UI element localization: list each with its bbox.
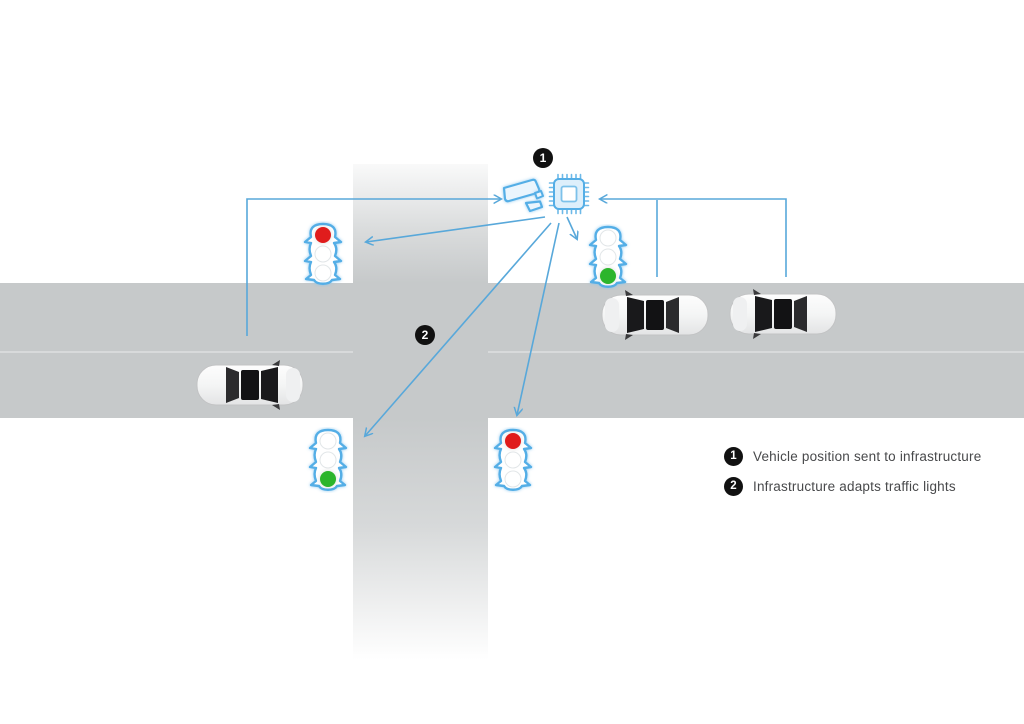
red-light	[315, 227, 331, 243]
road-vertical-north	[353, 164, 488, 283]
cctv-camera-icon	[502, 178, 544, 213]
traffic-light-icon-north-west	[303, 222, 343, 285]
traffic-light-icon-south-west	[308, 428, 348, 491]
legend-label-2: Infrastructure adapts traffic lights	[753, 479, 956, 494]
green-light	[600, 268, 616, 284]
green-light	[320, 471, 336, 487]
road-vertical-south	[353, 418, 488, 660]
legend-badge-1: 1	[724, 447, 743, 466]
arrow-infra-to-nw-light	[366, 216, 546, 242]
car-icon-west	[196, 360, 304, 410]
arrow-infra-to-se-light	[517, 222, 560, 415]
car-icon-east-far	[729, 289, 837, 339]
lane-divider-west	[0, 351, 353, 353]
legend: 1 Vehicle position sent to infrastructur…	[724, 447, 981, 507]
car-icon-east-near	[601, 290, 709, 340]
marker-1-badge: 1	[533, 148, 553, 168]
arrow-east-cars-to-infra	[600, 199, 787, 277]
marker-2-badge: 2	[415, 325, 435, 345]
arrow-infra-to-sw-light	[365, 222, 552, 436]
traffic-light-icon-north-east	[588, 225, 628, 288]
arrow-infra-to-ne-light	[566, 216, 577, 239]
lane-divider-east	[488, 351, 1024, 353]
red-light	[505, 433, 521, 449]
legend-badge-2: 2	[724, 477, 743, 496]
legend-label-1: Vehicle position sent to infrastructure	[753, 449, 982, 464]
legend-item-1: 1 Vehicle position sent to infrastructur…	[724, 447, 981, 466]
arrow-west-car-to-infra	[246, 199, 501, 336]
traffic-light-icon-south-east	[493, 428, 533, 491]
road-horizontal	[0, 283, 1024, 418]
processor-chip-icon	[548, 173, 590, 215]
legend-item-2: 2 Infrastructure adapts traffic lights	[724, 477, 981, 496]
